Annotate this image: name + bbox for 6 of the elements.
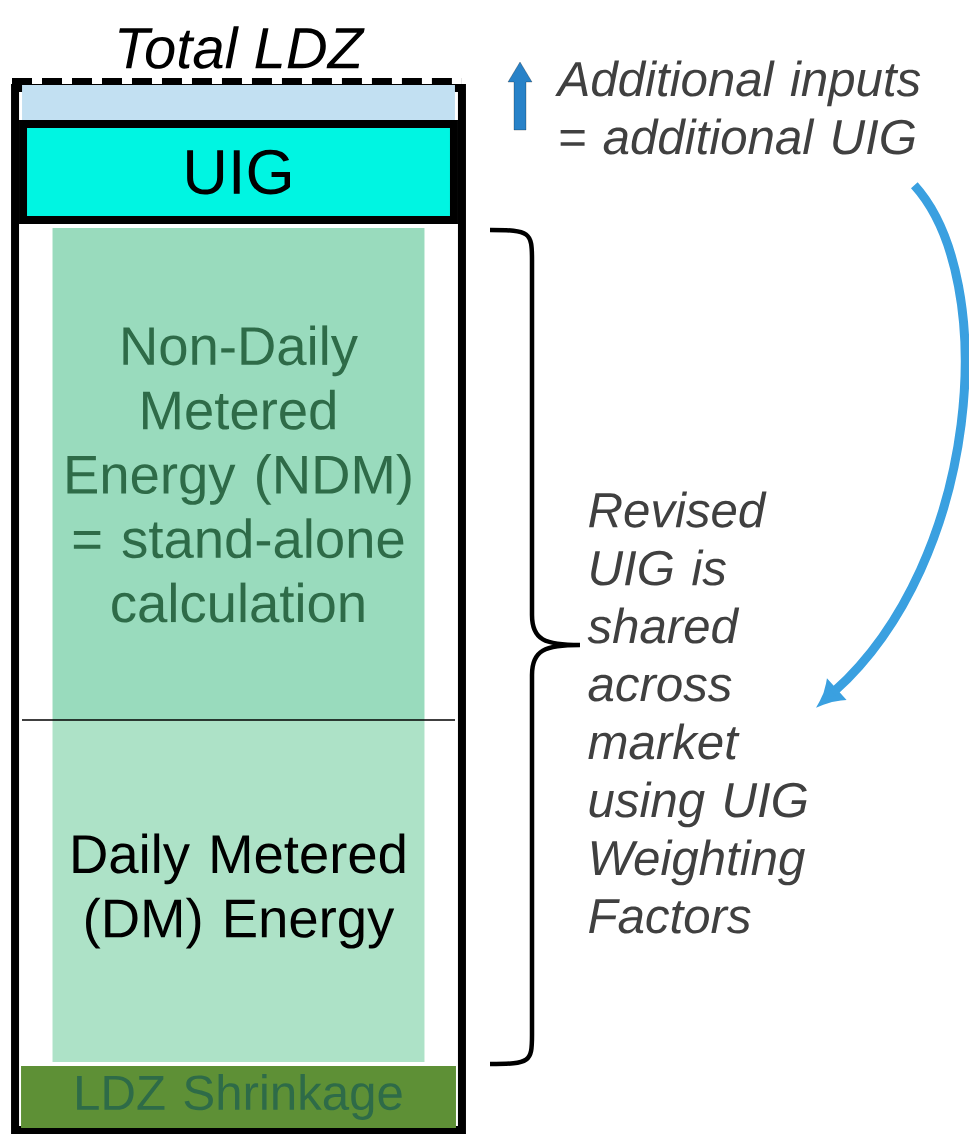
uig-box: UIG bbox=[19, 120, 458, 224]
note-text: Revised UIG is shared across market using UIG Weighting Factors bbox=[587, 491, 807, 934]
node-label: Total LDZ bbox=[119, 26, 365, 69]
note-text: Additional inputs = additional UIG bbox=[555, 60, 921, 155]
ndm-box: Non-Daily Metered Energy (NDM) = stand-alone calculation bbox=[52, 228, 425, 720]
dm-box: Daily Metered (DM) Energy bbox=[52, 720, 425, 1062]
